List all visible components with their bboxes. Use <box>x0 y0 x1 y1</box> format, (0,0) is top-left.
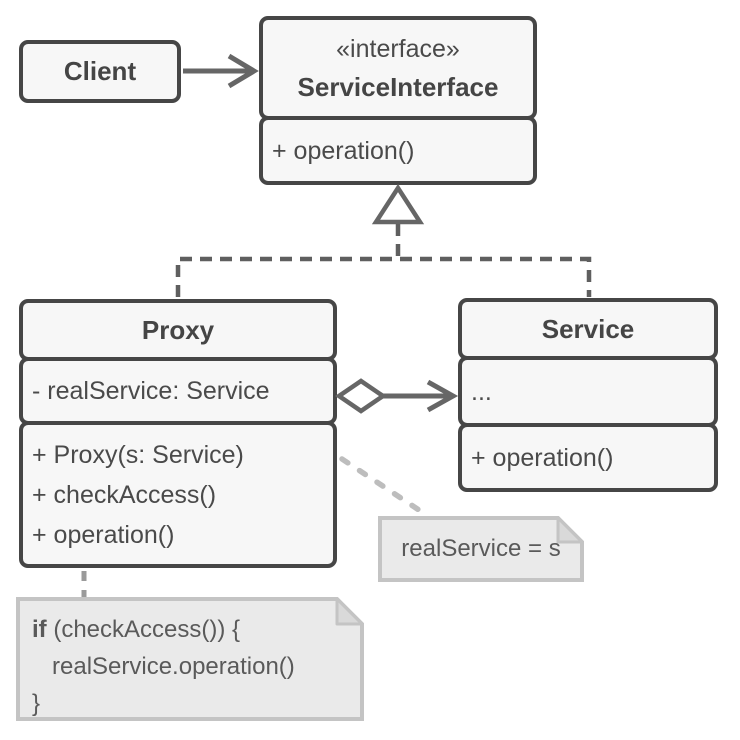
class-client: Client <box>19 40 181 103</box>
class-service: Service ... + operation() <box>458 298 718 492</box>
aggregation-open-arrowhead <box>426 379 459 413</box>
class-proxy-fields: - realService: Service <box>19 357 337 425</box>
code-line-2: realService.operation() <box>32 653 295 680</box>
field-item: ... <box>471 377 492 406</box>
class-service-header: Service <box>458 298 718 360</box>
method-item: + operation() <box>471 443 614 472</box>
class-proxy-methods: + Proxy(s: Service) + checkAccess() + op… <box>19 421 337 568</box>
realization-dashed-edge <box>175 224 592 297</box>
class-client-header: Client <box>19 40 181 103</box>
class-service-interface: «interface» ServiceInterface + operation… <box>259 16 537 185</box>
class-service-interface-header: «interface» ServiceInterface <box>259 16 537 120</box>
note-code: if (checkAccess()) { realService.operati… <box>18 599 362 719</box>
aggregation-edge-proxy-to-service <box>335 378 459 414</box>
aggregation-diamond <box>335 378 387 414</box>
class-service-fields: ... <box>458 356 718 427</box>
code-line-1: if (checkAccess()) { <box>32 611 362 648</box>
note-assignment: realService = s <box>380 518 582 580</box>
class-proxy: Proxy - realService: Service + Proxy(s: … <box>19 299 337 568</box>
note-connector-dotted <box>339 456 431 519</box>
class-service-name: Service <box>541 313 635 344</box>
method-item: + operation() <box>272 136 415 165</box>
class-service-interface-methods: + operation() <box>259 116 537 185</box>
interface-stereotype: «interface» <box>336 35 460 63</box>
field-item: - realService: Service <box>32 377 270 405</box>
class-proxy-header: Proxy <box>19 299 337 361</box>
method-item: + operation() <box>32 520 175 549</box>
class-proxy-name: Proxy <box>141 314 215 345</box>
class-service-interface-name: ServiceInterface <box>297 72 499 102</box>
association-arrow-client-to-interface <box>183 53 259 89</box>
note-assignment-label: realService = s <box>401 535 561 562</box>
class-client-name: Client <box>63 56 137 86</box>
code-keyword-if: if <box>32 616 47 643</box>
method-item: + Proxy(s: Service) <box>32 440 244 469</box>
realization-triangle-arrowhead <box>371 183 425 225</box>
class-service-methods: + operation() <box>458 423 718 492</box>
method-item: + checkAccess() <box>32 480 217 509</box>
code-line-3: } <box>32 690 41 717</box>
code-line-1-rest: (checkAccess()) { <box>46 616 241 643</box>
